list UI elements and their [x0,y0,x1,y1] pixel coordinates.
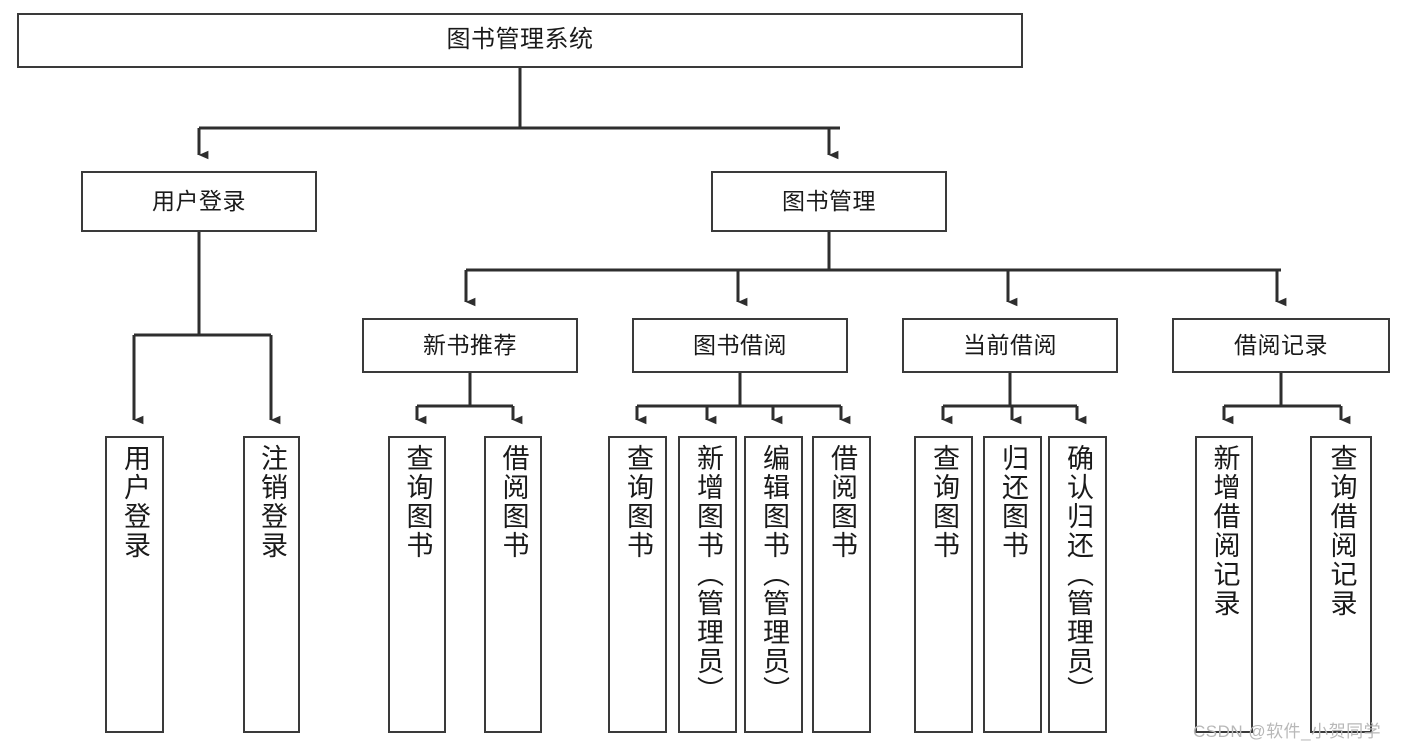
node-label: 注销登录 [257,444,287,560]
node-book-borrow[interactable]: 图书借阅 [632,318,848,373]
leaf-confirm-return-admin[interactable]: 确认归还（管理员） [1048,436,1107,733]
node-label: 查询图书 [623,444,653,560]
node-book-management[interactable]: 图书管理 [711,171,947,232]
leaf-borrow-book-newbook[interactable]: 借阅图书 [484,436,542,733]
leaf-add-borrow-record[interactable]: 新增借阅记录 [1195,436,1253,733]
node-label: 新增图书（管理员） [693,444,723,705]
node-borrow-records[interactable]: 借阅记录 [1172,318,1390,373]
node-label: 归还图书 [998,444,1028,560]
node-label: 借阅记录 [1234,331,1328,358]
node-label: 新书推荐 [423,331,517,358]
node-new-book-recommend[interactable]: 新书推荐 [362,318,578,373]
node-user-login[interactable]: 用户登录 [81,171,317,232]
node-label: 借阅图书 [827,444,857,560]
node-label: 当前借阅 [963,331,1057,358]
leaf-borrow-book[interactable]: 借阅图书 [812,436,871,733]
leaf-user-login[interactable]: 用户登录 [105,436,164,733]
node-label: 图书管理 [782,187,876,214]
node-label: 图书借阅 [693,331,787,358]
csdn-watermark: CSDN @软件_小贺同学 [1193,722,1382,741]
node-label: 图书管理系统 [446,26,594,54]
node-root-system[interactable]: 图书管理系统 [17,13,1023,68]
leaf-query-book-newbook[interactable]: 查询图书 [388,436,446,733]
node-label: 用户登录 [152,187,246,214]
node-label: 新增借阅记录 [1209,444,1240,618]
node-label: 查询借阅记录 [1326,444,1357,618]
node-label: 查询图书 [929,444,959,560]
leaf-return-book[interactable]: 归还图书 [983,436,1042,733]
node-current-borrow[interactable]: 当前借阅 [902,318,1118,373]
node-label: 查询图书 [402,444,433,560]
leaf-edit-book-admin[interactable]: 编辑图书（管理员） [744,436,803,733]
node-label: 确认归还（管理员） [1063,444,1093,705]
leaf-logout-login[interactable]: 注销登录 [243,436,300,733]
node-label: 编辑图书（管理员） [759,444,789,705]
leaf-query-book-borrow[interactable]: 查询图书 [608,436,667,733]
node-label: 用户登录 [120,444,150,560]
leaf-query-book-current[interactable]: 查询图书 [914,436,973,733]
leaf-query-borrow-record[interactable]: 查询借阅记录 [1310,436,1372,733]
leaf-add-book-admin[interactable]: 新增图书（管理员） [678,436,737,733]
node-label: 借阅图书 [498,444,529,560]
